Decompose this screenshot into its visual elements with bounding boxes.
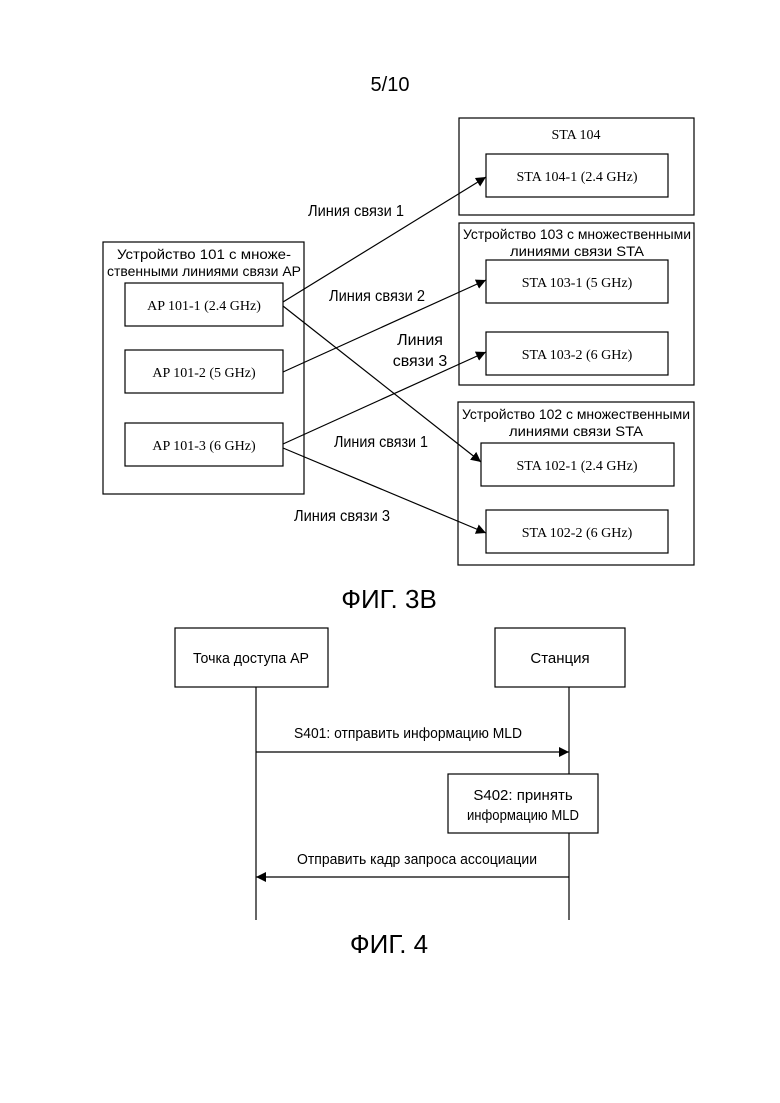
ap-mld-device-title-2: ственными линиями связи AP xyxy=(107,263,301,279)
sta-mld-102-title-2: линиями связи STA xyxy=(509,423,644,439)
ap-lifeline-label: Точка доступа AP xyxy=(193,650,309,667)
msg-association-label: Отправить кадр запроса ассоциации xyxy=(297,851,537,868)
step-s402-line1: S402: принять xyxy=(473,787,572,804)
msg-s401-label: S401: отправить информацию MLD xyxy=(294,725,522,742)
link-arrow-ap3-sta103 xyxy=(283,352,486,444)
sta-103-2-label: STA 103-2 (6 GHz) xyxy=(522,348,633,363)
fig-4-caption: ФИГ. 4 xyxy=(350,929,428,959)
page-number: 5/10 xyxy=(371,74,410,96)
ap-mld-device-title-1: Устройство 101 с множе- xyxy=(117,246,291,262)
fig-3b-caption: ФИГ. 3B xyxy=(341,584,437,614)
sta-102-1-label: STA 102-1 (2.4 GHz) xyxy=(517,459,638,474)
ap-101-1-label: AP 101-1 (2.4 GHz) xyxy=(147,299,261,314)
link-label-1-top: Линия связи 1 xyxy=(308,203,404,220)
link-label-3-line2: связи 3 xyxy=(393,353,448,370)
sta-mld-103-title-1: Устройство 103 с множественными xyxy=(463,226,691,242)
sta-102-2-label: STA 102-2 (6 GHz) xyxy=(522,526,633,541)
sta-mld-103-title-2: линиями связи STA xyxy=(510,243,645,259)
link-label-3-bottom: Линия связи 3 xyxy=(294,508,390,525)
ap-101-3-label: AP 101-3 (6 GHz) xyxy=(152,439,256,454)
link-label-3-line1: Линия xyxy=(397,332,443,349)
station-lifeline-label: Станция xyxy=(530,650,589,667)
sta-103-1-label: STA 103-1 (5 GHz) xyxy=(522,276,633,291)
step-s402-line2: информацию MLD xyxy=(467,807,579,824)
link-label-2: Линия связи 2 xyxy=(329,288,425,305)
sta-104-1-label: STA 104-1 (2.4 GHz) xyxy=(517,170,638,185)
sta-mld-102-title-1: Устройство 102 с множественными xyxy=(462,406,690,422)
link-label-1-mid: Линия связи 1 xyxy=(334,434,428,451)
ap-101-2-label: AP 101-2 (5 GHz) xyxy=(152,366,256,381)
sta-104-title: STA 104 xyxy=(551,128,600,143)
link-arrow-ap1-sta104 xyxy=(283,177,486,302)
